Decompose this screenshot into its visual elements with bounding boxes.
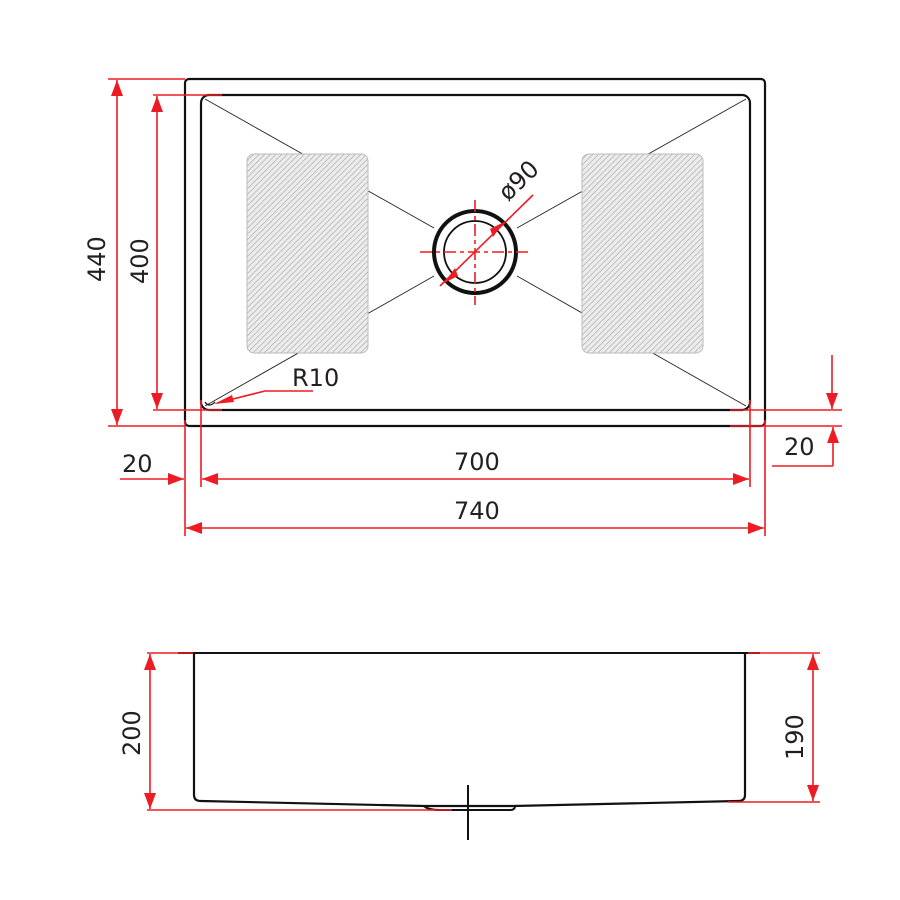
overall-depth-label: 440: [83, 236, 111, 282]
drain-recess: [423, 805, 516, 811]
inner-depth-label: 400: [126, 238, 154, 284]
bowl-profile: [192, 653, 747, 808]
dim-outer-height: 200: [118, 652, 452, 811]
dim-bottom-flange: 20: [730, 355, 842, 467]
inner-bowl-outline: [199, 93, 752, 412]
outer-flange-outline: [183, 77, 767, 428]
left-grid: [246, 153, 369, 354]
dim-inner-height: 190: [728, 652, 820, 803]
inner-height-label: 190: [781, 714, 809, 760]
arrowhead: [490, 222, 504, 237]
dim-overall-width: 740: [186, 497, 764, 534]
overall-width-label: 740: [454, 497, 500, 525]
bottom-flange-label: 20: [784, 433, 815, 461]
dim-overall-depth: 440: [83, 78, 185, 427]
left-flange-label: 20: [122, 450, 153, 478]
drain-diameter-label: ø90: [493, 155, 545, 207]
corner-radius-callout: R10: [204, 364, 339, 406]
dim-inner-depth: 400: [126, 94, 222, 411]
dim-inner-width: 20 700: [120, 448, 749, 485]
arrowhead: [444, 268, 458, 283]
drain: [420, 194, 534, 305]
right-grid: [581, 153, 704, 354]
inner-width-label: 700: [454, 448, 500, 476]
outer-height-label: 200: [118, 710, 146, 756]
side-view: 200 190: [118, 652, 820, 840]
top-view: ø90 R10 440 400: [83, 77, 842, 536]
corner-radius-label: R10: [292, 364, 339, 392]
